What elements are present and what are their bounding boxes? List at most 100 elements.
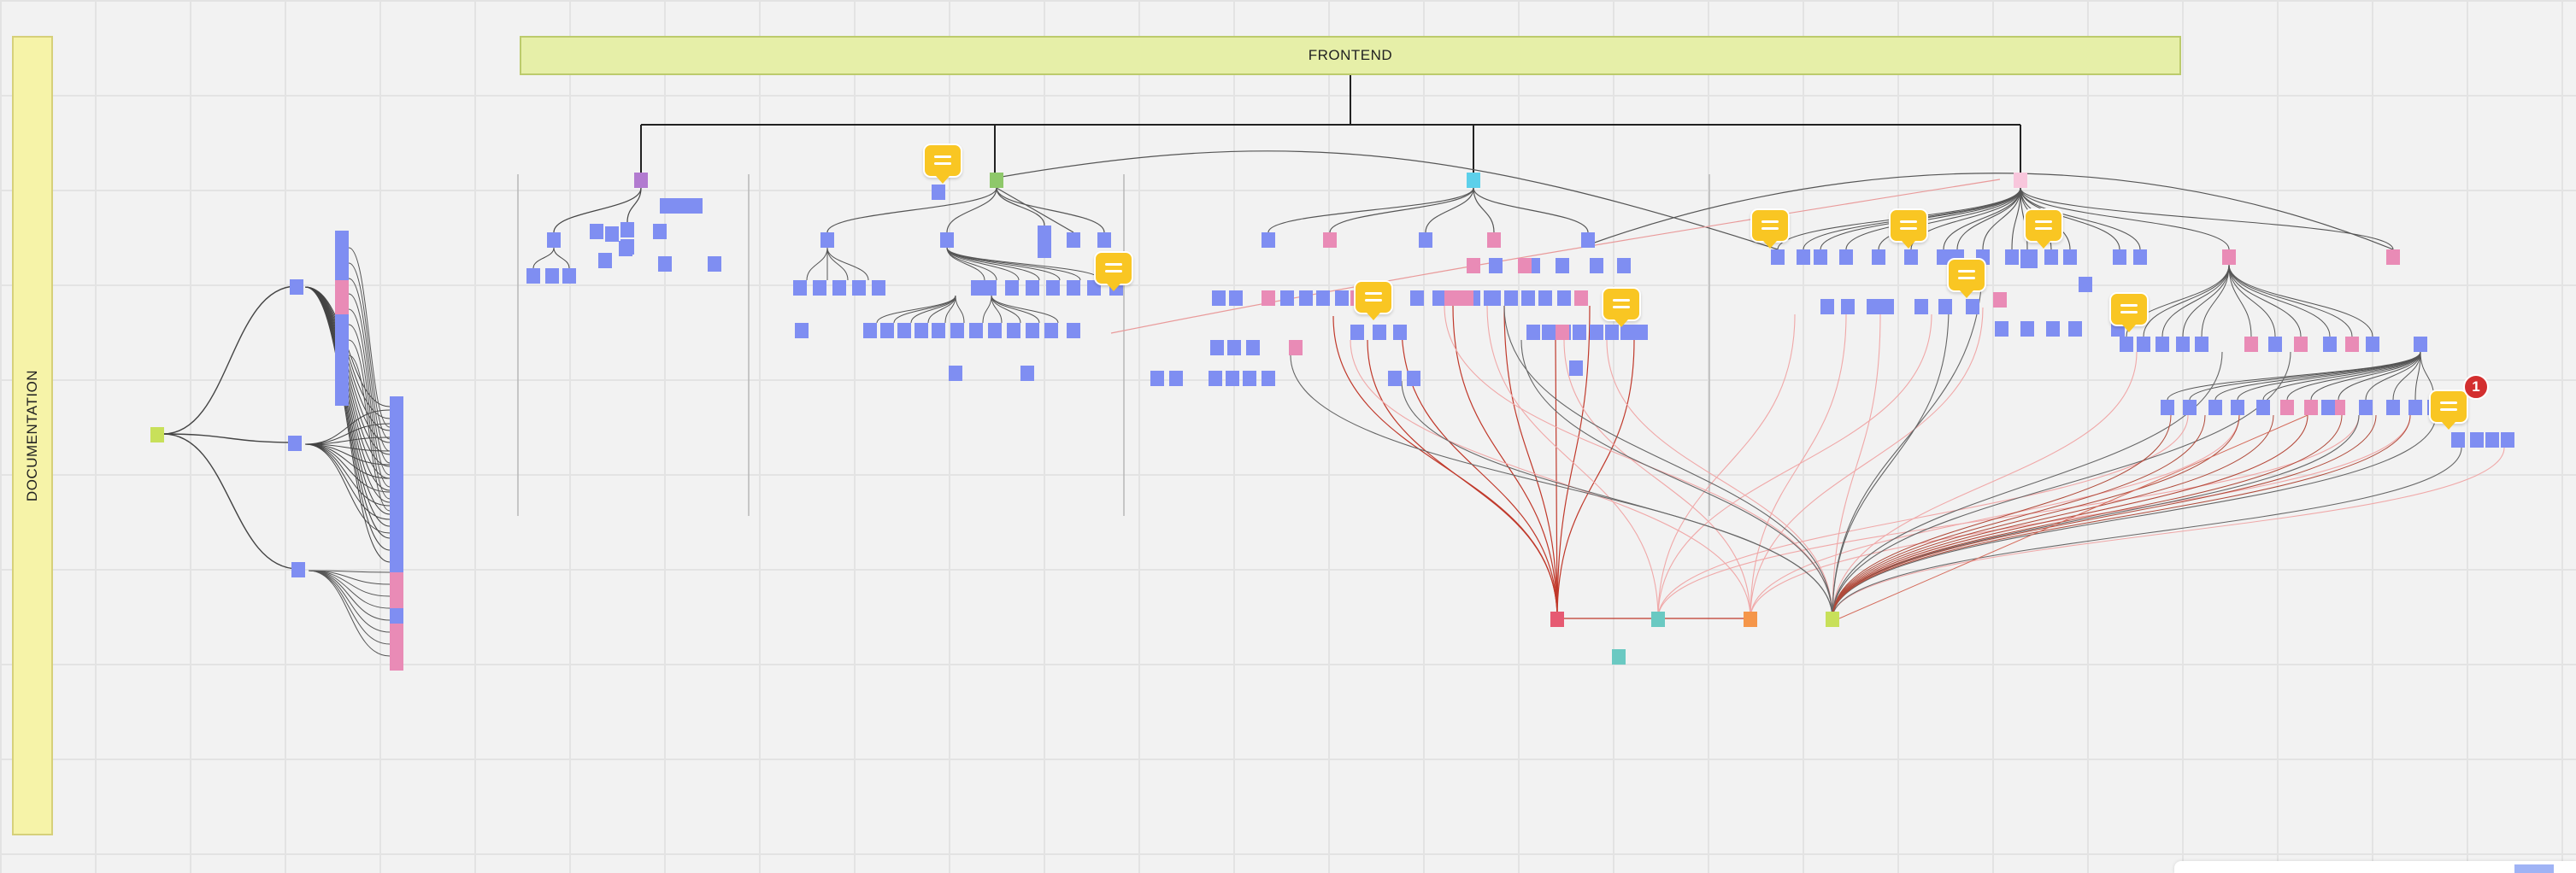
diagram-node[interactable] xyxy=(1316,290,1330,306)
diagram-node[interactable] xyxy=(1350,325,1364,340)
diagram-node[interactable] xyxy=(1839,249,1853,265)
comment-icon[interactable] xyxy=(2429,390,2468,430)
diagram-node[interactable] xyxy=(1243,371,1256,386)
diagram-node[interactable] xyxy=(390,396,403,576)
comment-icon[interactable] xyxy=(1889,208,1928,249)
diagram-node[interactable] xyxy=(1289,340,1303,355)
diagram-node[interactable] xyxy=(1489,258,1503,273)
diagram-node[interactable] xyxy=(1914,299,1928,314)
diagram-node[interactable] xyxy=(1323,232,1337,248)
diagram-node[interactable] xyxy=(1841,299,1855,314)
diagram-node[interactable] xyxy=(2231,400,2244,415)
diagram-node[interactable] xyxy=(1210,340,1224,355)
diagram-node[interactable] xyxy=(969,323,983,338)
diagram-node[interactable] xyxy=(852,280,866,296)
diagram-node[interactable] xyxy=(1590,325,1603,340)
diagram-node[interactable] xyxy=(1209,371,1222,386)
diagram-node[interactable] xyxy=(2386,400,2400,415)
diagram-node[interactable] xyxy=(660,198,703,214)
diagram-node[interactable] xyxy=(1067,232,1080,248)
diagram-node[interactable] xyxy=(288,436,302,451)
diagram-node[interactable] xyxy=(1542,325,1556,340)
diagram-node[interactable] xyxy=(1620,325,1634,340)
diagram-node[interactable] xyxy=(590,224,603,239)
diagram-node[interactable] xyxy=(1212,290,1226,306)
diagram-node[interactable] xyxy=(2222,249,2236,265)
diagram-node[interactable] xyxy=(1820,299,1834,314)
diagram-node[interactable] xyxy=(1484,290,1501,306)
diagram-node[interactable] xyxy=(2359,400,2373,415)
diagram-node[interactable] xyxy=(1335,290,1349,306)
diagram-node[interactable] xyxy=(1634,325,1648,340)
diagram-node[interactable] xyxy=(2244,337,2258,352)
diagram-node[interactable] xyxy=(150,427,164,442)
diagram-node[interactable] xyxy=(832,280,846,296)
diagram-node[interactable] xyxy=(619,241,632,256)
diagram-node[interactable] xyxy=(2451,432,2465,448)
diagram-node[interactable] xyxy=(1246,340,1260,355)
diagram-node[interactable] xyxy=(1938,299,1952,314)
diagram-node[interactable] xyxy=(1993,292,2007,308)
diagram-node[interactable] xyxy=(932,185,945,200)
diagram-node[interactable] xyxy=(2020,249,2038,268)
diagram-node[interactable] xyxy=(658,256,672,272)
diagram-node[interactable] xyxy=(2386,249,2400,265)
diagram-node[interactable] xyxy=(545,268,559,284)
frontend-frame[interactable]: FRONTEND xyxy=(520,36,2181,75)
diagram-node[interactable] xyxy=(950,323,964,338)
comment-icon[interactable] xyxy=(2024,208,2063,249)
diagram-node[interactable] xyxy=(1612,649,1626,665)
diagram-node[interactable] xyxy=(1262,232,1275,248)
diagram-node[interactable] xyxy=(1867,299,1880,314)
diagram-node[interactable] xyxy=(1227,340,1241,355)
diagram-node[interactable] xyxy=(1046,280,1060,296)
diagram-node[interactable] xyxy=(634,173,648,188)
diagram-node[interactable] xyxy=(335,231,349,406)
diagram-node[interactable] xyxy=(2345,337,2359,352)
diagram-node[interactable] xyxy=(793,280,807,296)
diagram-node[interactable] xyxy=(2321,400,2335,415)
diagram-node[interactable] xyxy=(2068,321,2082,337)
diagram-node[interactable] xyxy=(2176,337,2190,352)
diagram-node[interactable] xyxy=(1020,366,1034,381)
diagram-node[interactable] xyxy=(1393,325,1407,340)
diagram-node[interactable] xyxy=(2113,249,2126,265)
diagram-node[interactable] xyxy=(2020,321,2034,337)
diagram-node[interactable] xyxy=(1590,258,1603,273)
diagram-node[interactable] xyxy=(1605,325,1619,340)
diagram-node[interactable] xyxy=(2323,337,2337,352)
diagram-node[interactable] xyxy=(820,232,834,248)
diagram-node[interactable] xyxy=(1521,290,1535,306)
comment-icon[interactable] xyxy=(1947,258,1986,298)
diagram-node[interactable] xyxy=(1169,371,1183,386)
diagram-node[interactable] xyxy=(1150,371,1164,386)
diagram-node[interactable] xyxy=(1026,280,1039,296)
diagram-node[interactable] xyxy=(2137,337,2150,352)
diagram-node[interactable] xyxy=(1771,249,1785,265)
diagram-node[interactable] xyxy=(1410,290,1424,306)
diagram-node[interactable] xyxy=(620,222,634,237)
diagram-node[interactable] xyxy=(335,280,349,314)
diagram-node[interactable] xyxy=(2155,337,2169,352)
diagram-node[interactable] xyxy=(1432,290,1446,306)
diagram-node[interactable] xyxy=(1299,290,1313,306)
diagram-node[interactable] xyxy=(605,226,619,242)
diagram-node[interactable] xyxy=(1005,280,1019,296)
diagram-node[interactable] xyxy=(2044,249,2058,265)
diagram-node[interactable] xyxy=(291,562,305,577)
diagram-node[interactable] xyxy=(526,268,540,284)
diagram-node[interactable] xyxy=(2470,432,2484,448)
diagram-node[interactable] xyxy=(1826,612,1839,627)
diagram-node[interactable] xyxy=(2005,249,2019,265)
diagram-node[interactable] xyxy=(1388,371,1402,386)
diagram-node[interactable] xyxy=(1550,612,1564,627)
diagram-node[interactable] xyxy=(1262,371,1275,386)
diagram-node[interactable] xyxy=(290,279,303,295)
diagram-node[interactable] xyxy=(1280,290,1294,306)
diagram-node[interactable] xyxy=(390,608,403,624)
diagram-node[interactable] xyxy=(1904,249,1918,265)
diagram-node[interactable] xyxy=(2063,249,2077,265)
diagram-node[interactable] xyxy=(1026,323,1039,338)
diagram-node[interactable] xyxy=(940,232,954,248)
